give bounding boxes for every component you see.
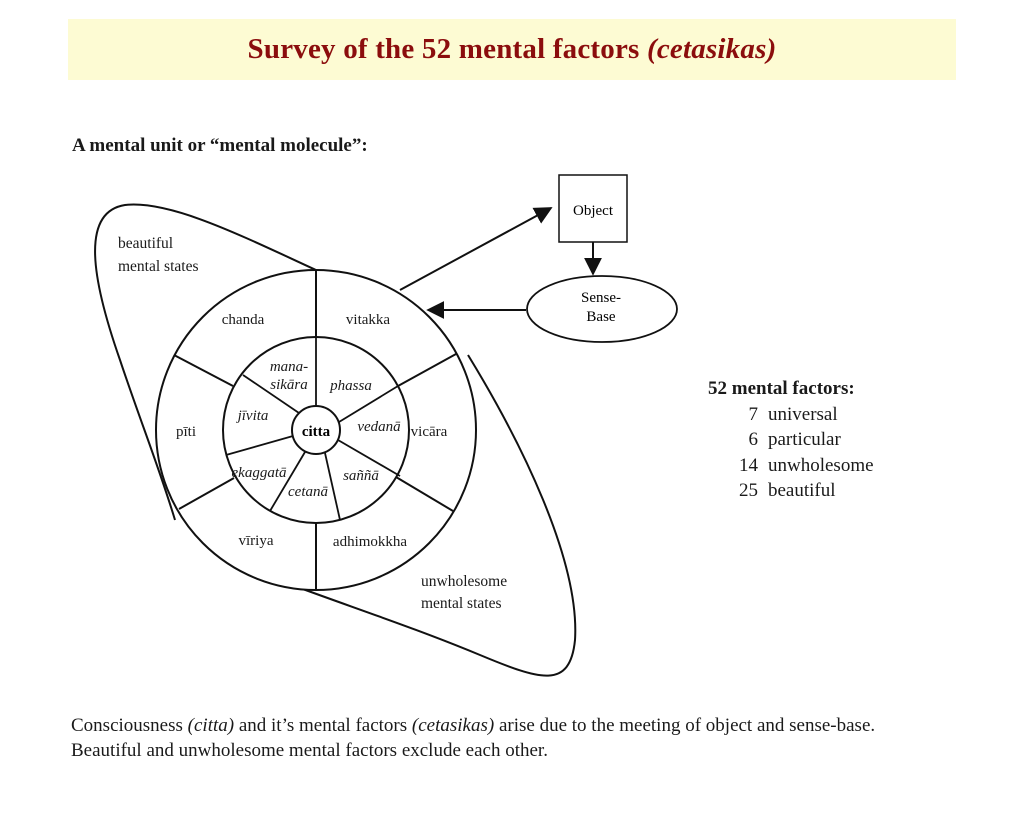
inner-label-cetana: cetanā [288, 484, 328, 500]
footer-line-1: Consciousness (citta) and it’s mental fa… [71, 713, 951, 738]
footer-line-2: Beautiful and unwholesome mental factors… [71, 740, 548, 761]
footer-text: Consciousness (citta) and it’s mental fa… [71, 713, 951, 763]
summary-label: universal [768, 403, 838, 425]
outer-label-vitakka: vitakka [346, 312, 390, 328]
inner-label-manasikara-2: sikāra [270, 377, 308, 393]
sense-base-ellipse [526, 275, 678, 343]
title-italic-text: (cetasikas) [646, 33, 777, 65]
title-text: Survey of the 52 mental factors [247, 33, 647, 65]
footer-text-part: Consciousness [71, 715, 188, 736]
summary-heading: 52 mental factors: [708, 378, 855, 399]
object-box [558, 174, 628, 243]
summary-count: 6 [748, 429, 759, 450]
inner-label-ekaggata: ekaggatā [232, 465, 287, 481]
page-title: Survey of the 52 mental factors (cetasik… [248, 33, 777, 66]
footer-text-part: arise due to the meeting of object and s… [494, 715, 876, 736]
citta-circle [291, 405, 341, 455]
sense-base-label-2: Base [586, 309, 616, 325]
beautiful-states-region [94, 203, 317, 521]
outer-label-adhimokkha: adhimokkha [333, 534, 407, 550]
summary-count: 7 [748, 403, 759, 425]
summary-row: 7 universal [708, 402, 874, 428]
inner-dividers [225, 337, 401, 521]
summary-label: beautiful [768, 480, 836, 501]
outer-label-vicara: vicāra [411, 424, 448, 440]
unwholesome-states-region [299, 354, 577, 677]
summary-count: 25 [739, 480, 758, 501]
summary-count: 14 [739, 454, 758, 476]
diagram-subtitle: A mental unit or “mental molecule”: [72, 135, 368, 156]
title-banner: Survey of the 52 mental factors (cetasik… [68, 19, 956, 80]
summary-row: 25 beautiful [708, 478, 874, 504]
inner-label-sanna: saññā [343, 468, 379, 484]
citta-label: citta [302, 424, 331, 440]
unwholesome-label-1: unwholesome [421, 573, 507, 590]
mental-factors-summary: 52 mental factors: 7 universal 6 particula… [708, 376, 874, 504]
arrow-to-object [399, 207, 553, 291]
summary-label: particular [768, 429, 841, 450]
summary-label: unwholesome [768, 454, 874, 476]
footer-text-part: and it’s mental factors [234, 715, 412, 736]
footer-italic-citta: (citta) [187, 715, 235, 736]
outer-label-piti: pīti [176, 424, 196, 440]
beautiful-label-1: beautiful [118, 235, 173, 252]
sense-base-label-1: Sense- [581, 290, 621, 306]
summary-row: 14 unwholesome [708, 453, 874, 479]
beautiful-label-2: mental states [118, 258, 199, 275]
unwholesome-label-2: mental states [421, 595, 502, 612]
outer-label-chanda: chanda [222, 312, 265, 328]
inner-label-vedana: vedanā [357, 419, 401, 435]
outer-dividers [173, 270, 457, 590]
object-label: Object [573, 203, 614, 219]
summary-row: 6 particular [708, 427, 874, 453]
footer-italic-cetasikas: (cetasikas) [411, 715, 495, 736]
inner-label-manasikara-1: mana- [270, 359, 308, 375]
inner-label-phassa: phassa [329, 378, 372, 394]
inner-label-jivita: jīvita [236, 408, 269, 424]
outer-label-viriya: vīriya [239, 533, 274, 549]
